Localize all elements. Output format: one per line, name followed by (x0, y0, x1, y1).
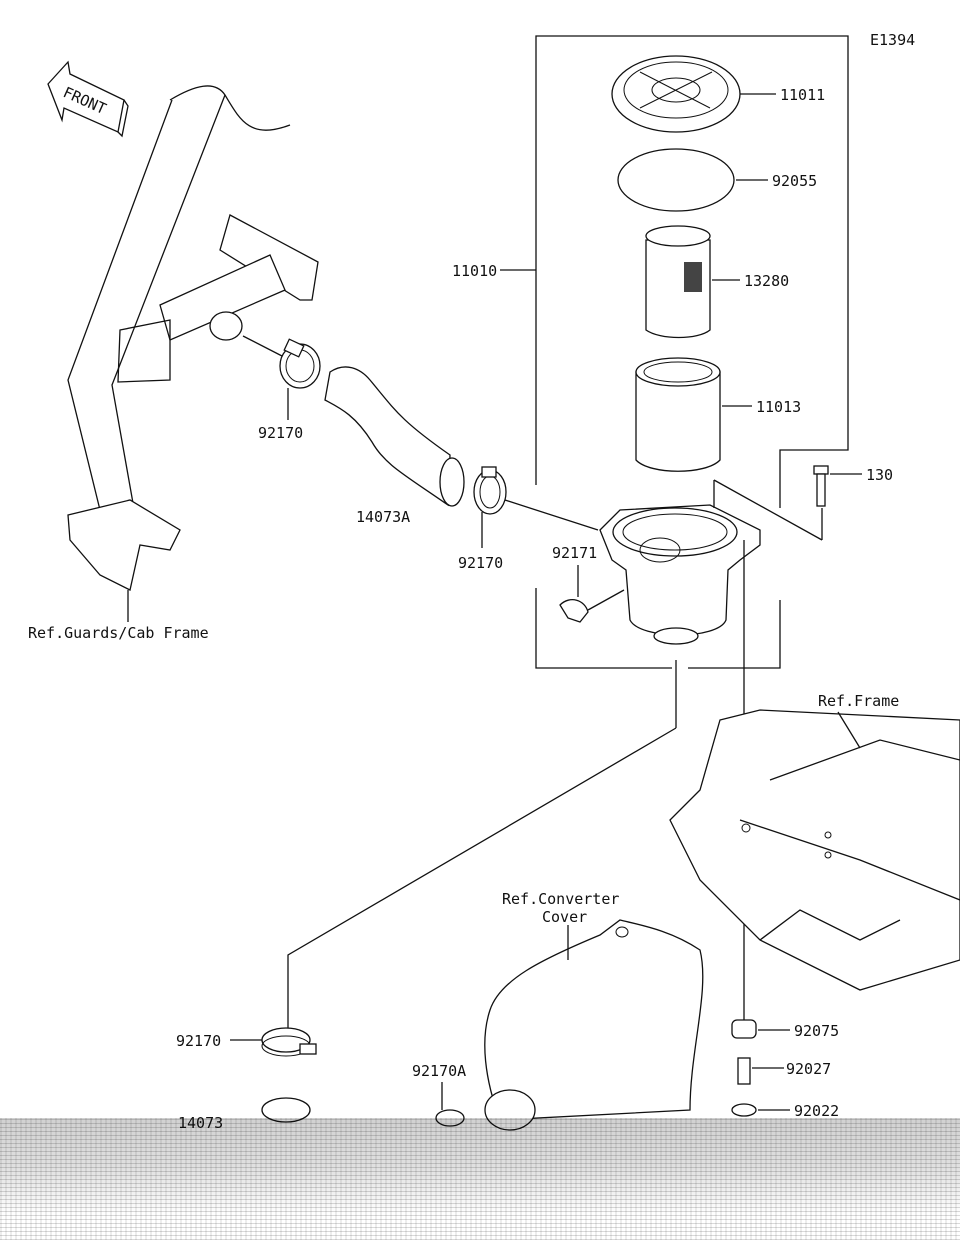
part-13280-drawing (645, 225, 740, 339)
part-92055-drawing (617, 148, 768, 212)
callout-92170-mid: 92170 (458, 554, 503, 572)
front-arrow-icon: FRONT (47, 60, 129, 138)
guards-cab-frame-drawing (67, 85, 319, 622)
part-11011-drawing (611, 55, 776, 133)
callout-92171: 92171 (552, 544, 597, 562)
ref-guards-cab-frame: Ref.Guards/Cab Frame (28, 624, 209, 642)
part-11013-drawing (635, 357, 752, 472)
callout-11011: 11011 (780, 86, 825, 104)
callout-92170A: 92170A (412, 1062, 466, 1080)
ref-converter-line2: Cover (542, 908, 587, 926)
air-cleaner-assembly-bracket (500, 35, 849, 669)
clamp-mid-drawing (473, 466, 599, 548)
callout-11010: 11010 (452, 262, 497, 280)
callout-92055: 92055 (772, 172, 817, 190)
callout-92170-lower: 92170 (176, 1032, 221, 1050)
callout-92075: 92075 (794, 1022, 839, 1040)
callout-92170-upper: 92170 (258, 424, 303, 442)
ref-converter-line1: Ref.Converter (502, 890, 619, 908)
callout-92022: 92022 (794, 1102, 839, 1120)
callout-11013: 11013 (756, 398, 801, 416)
clip-92171-drawing (559, 565, 625, 623)
scan-noise-band (0, 1118, 960, 1240)
bolt-130-drawing (813, 465, 862, 507)
callout-130: 130 (866, 466, 893, 484)
callout-92027: 92027 (786, 1060, 831, 1078)
callout-14073A: 14073A (356, 508, 410, 526)
hose-14073A-drawing (324, 366, 465, 507)
ref-frame: Ref.Frame (818, 692, 899, 710)
callout-14073: 14073 (178, 1114, 223, 1132)
lower-parts-drawing (230, 1019, 790, 1127)
air-cleaner-housing-drawing (287, 479, 823, 1028)
callout-13280: 13280 (744, 272, 789, 290)
frame-drawing (669, 709, 960, 991)
diagram-code: E1394 (870, 31, 915, 49)
clamp-upper-drawing (242, 335, 321, 420)
converter-cover-drawing (484, 919, 704, 1131)
